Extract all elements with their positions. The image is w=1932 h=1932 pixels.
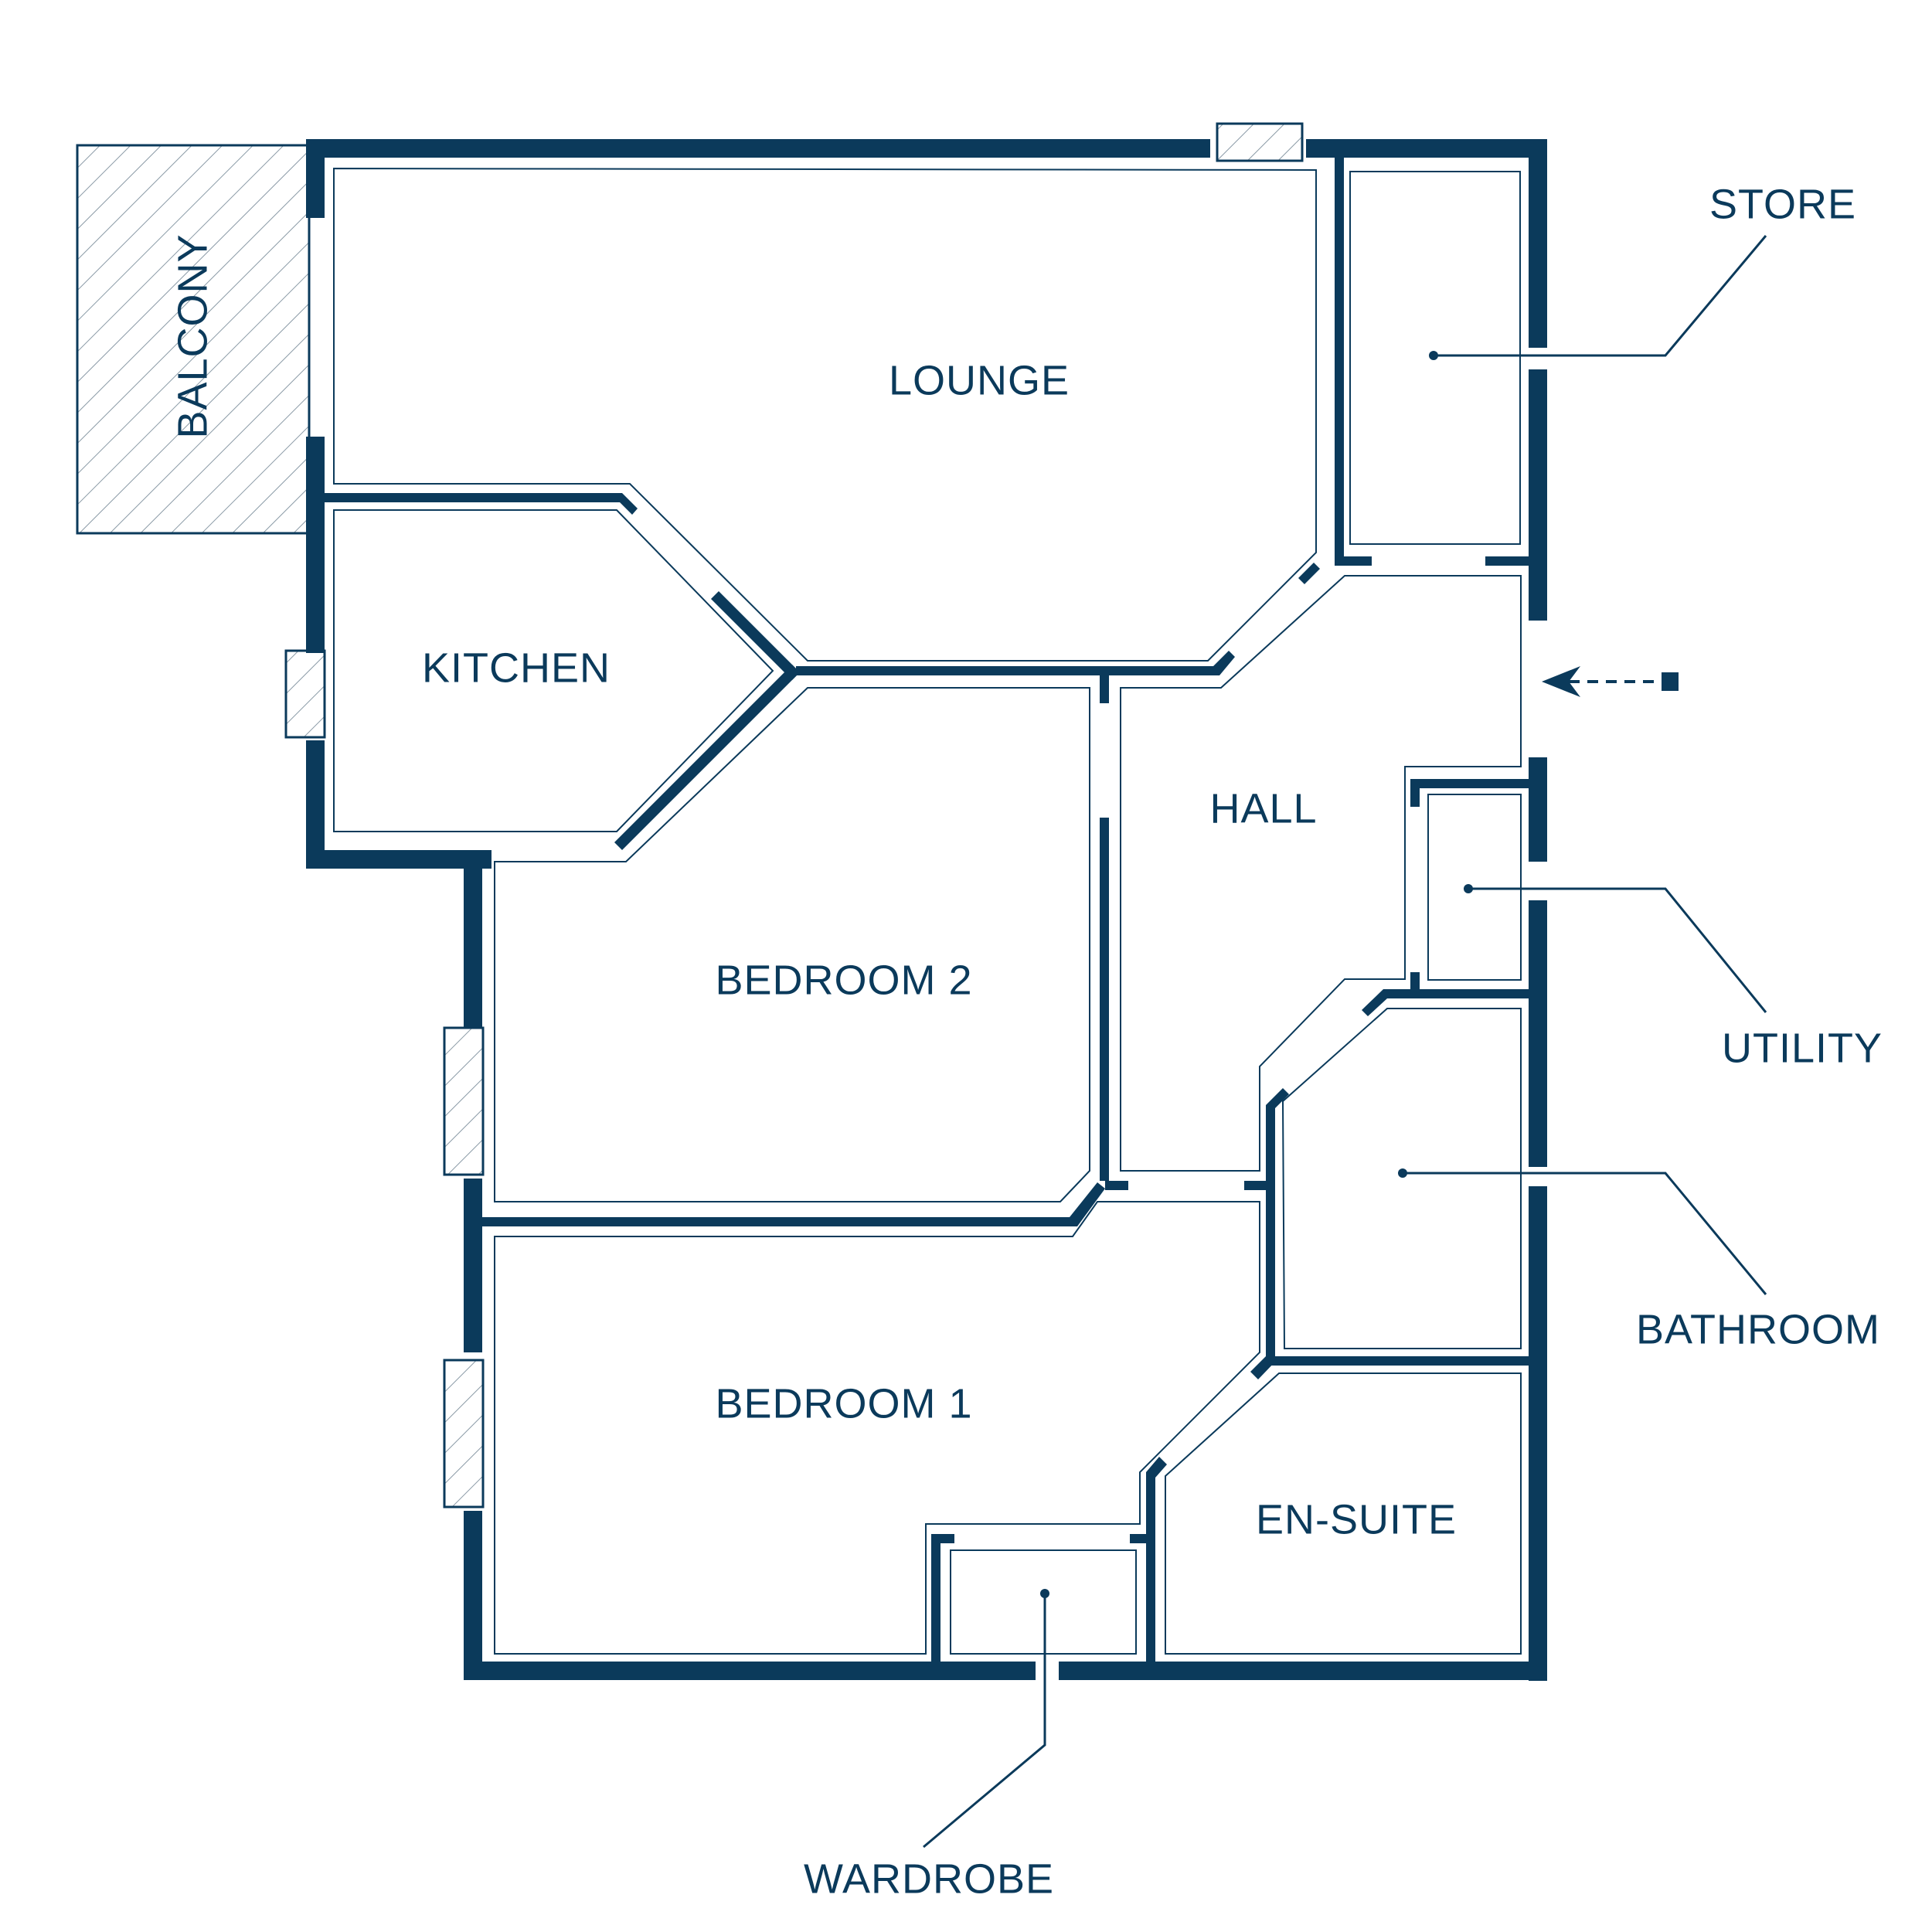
walls [284,122,1547,1681]
room-labels: LOUNGE KITCHEN BEDROOM 2 HALL BEDROOM 1 … [169,233,1457,1543]
callout-label-wardrobe: WARDROBE [804,1855,1054,1902]
room-label-lounge: LOUNGE [889,357,1070,403]
inner-outlines [333,167,1522,1655]
callout-label-bathroom: BATHROOM [1636,1306,1880,1352]
room-label-bedroom-1: BEDROOM 1 [715,1380,972,1427]
room-label-kitchen: KITCHEN [422,645,611,691]
entrance-arrow-icon [1542,666,1679,697]
room-label-hall: HALL [1209,785,1317,832]
room-label-bedroom-2: BEDROOM 2 [715,957,972,1003]
room-label-en-suite: EN-SUITE [1256,1496,1457,1543]
callout-label-store: STORE [1709,181,1856,227]
room-label-balcony: BALCONY [169,233,216,438]
balcony [76,144,311,535]
leader-lines [923,235,1767,1849]
callout-label-utility: UTILITY [1722,1025,1883,1071]
callout-labels: STORE UTILITY BATHROOM WARDROBE [804,181,1883,1902]
